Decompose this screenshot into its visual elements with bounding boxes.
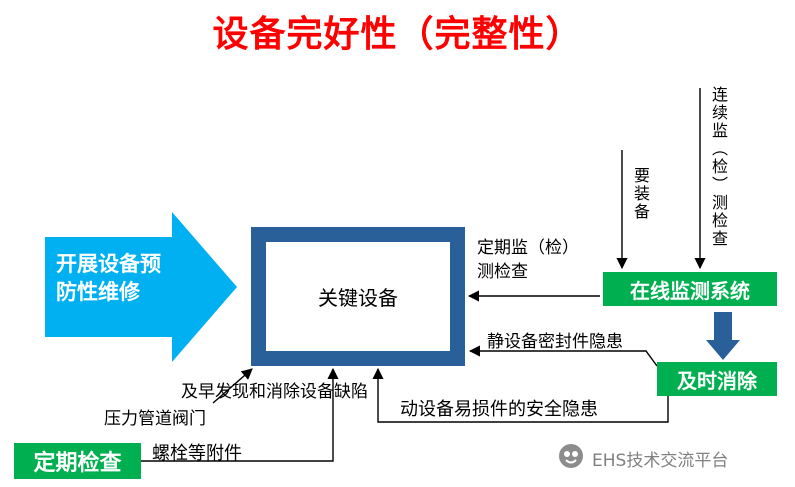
continuous-monitoring-label: 连续监（检）测检查 [709,86,728,248]
connector-static-seal [468,345,658,367]
periodic-inspection-node: 定期检查 [14,443,141,479]
key-equipment-label: 关键设备 [318,286,398,310]
pressure-pipe-valve-label: 压力管道阀门 [104,409,206,429]
timely-elimination-node: 及时消除 [657,362,777,396]
page-title: 设备完好性（完整性） [212,13,583,55]
dynamic-wear-hazard-label: 动设备易损件的安全隐患 [400,399,598,420]
watermark-text: EHS技术交流平台 [592,450,729,471]
watermark: EHS技术交流平台 [558,443,728,473]
down-arrow-shape [706,312,740,360]
timely-elimination-label: 及时消除 [677,368,757,393]
prevent-maintenance-label: 开展设备预防性维修 [56,252,161,304]
periodic-monitoring-label: 定期监（检）测检查 [477,238,579,282]
equip-required-label: 要装备 [631,167,650,221]
connector-dynamic-wear [372,367,669,423]
online-monitoring-node: 在线监测系统 [603,272,777,306]
connector-early-detection [212,368,253,404]
early-detection-label: 及早发现和消除设备缺陷 [181,382,368,402]
ehs-logo-icon [558,443,584,473]
bolt-accessories-label: 螺栓等附件 [152,443,242,464]
process-arrow-shape [45,212,237,362]
online-monitoring-label: 在线监测系统 [630,278,750,303]
key-equipment-node: 关键设备 [251,227,465,366]
periodic-inspection-label: 定期检查 [33,451,122,476]
static-seal-hazard-label: 静设备密封件隐患 [487,332,623,352]
connector-periodic-inspection [141,367,339,462]
